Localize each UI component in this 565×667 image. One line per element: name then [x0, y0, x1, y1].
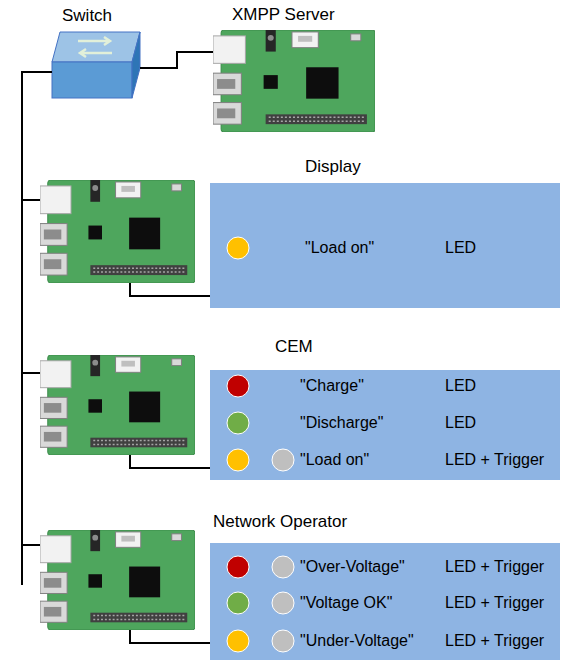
gpio-wire: [130, 630, 210, 643]
trigger-button: [272, 556, 294, 578]
signal-type: LED: [445, 239, 476, 257]
signal-name: "Charge": [300, 377, 364, 395]
switch-side: [132, 32, 140, 98]
network-wire: [22, 200, 40, 545]
switch-front: [52, 62, 132, 98]
led: [227, 449, 249, 471]
led: [227, 237, 249, 259]
trigger-button: [272, 630, 294, 652]
panel-box: Display"Load on"LED: [210, 183, 560, 308]
switch-top: [52, 32, 140, 62]
raspberry-pi: [40, 355, 195, 455]
switch-arrow: [80, 49, 112, 57]
signal-type: LED + Trigger: [445, 632, 544, 650]
signal-name: "Discharge": [300, 414, 383, 432]
signal-name: "Under-Voltage": [300, 632, 414, 650]
signal-name: "Voltage OK": [300, 594, 392, 612]
led: [227, 375, 249, 397]
network-cable: [140, 52, 213, 68]
switch-arrow: [78, 37, 110, 45]
signal-type: LED: [445, 414, 476, 432]
gpio-wire: [130, 283, 210, 296]
signal-type: LED: [445, 377, 476, 395]
panel-box: CEM"Charge"LED"Discharge"LED"Load on"LED…: [210, 370, 560, 480]
gpio-wire: [130, 455, 210, 468]
led: [227, 630, 249, 652]
switch-node: Switch: [52, 32, 140, 98]
trigger-button: [272, 592, 294, 614]
signal-type: LED + Trigger: [445, 558, 544, 576]
panel-box: Network Operator"Over-Voltage"LED + Trig…: [210, 543, 560, 660]
raspberry-pi: [40, 530, 195, 630]
node-heading: Network Operator: [213, 512, 347, 532]
node-heading: CEM: [275, 337, 313, 357]
led: [227, 592, 249, 614]
raspberry-pi: [213, 30, 375, 132]
node-heading: Switch: [62, 6, 112, 26]
network-wire: [22, 72, 52, 585]
signal-name: "Load on": [300, 451, 369, 469]
signal-name: "Over-Voltage": [300, 558, 405, 576]
raspberry-pi: [40, 180, 195, 283]
signal-name: "Load on": [305, 239, 374, 257]
node-heading: XMPP Server: [232, 5, 335, 25]
trigger-button: [272, 449, 294, 471]
led: [227, 556, 249, 578]
node-heading: Display: [305, 157, 361, 177]
signal-type: LED + Trigger: [445, 451, 544, 469]
server-node: XMPP Server: [213, 30, 375, 132]
signal-type: LED + Trigger: [445, 594, 544, 612]
led: [227, 412, 249, 434]
